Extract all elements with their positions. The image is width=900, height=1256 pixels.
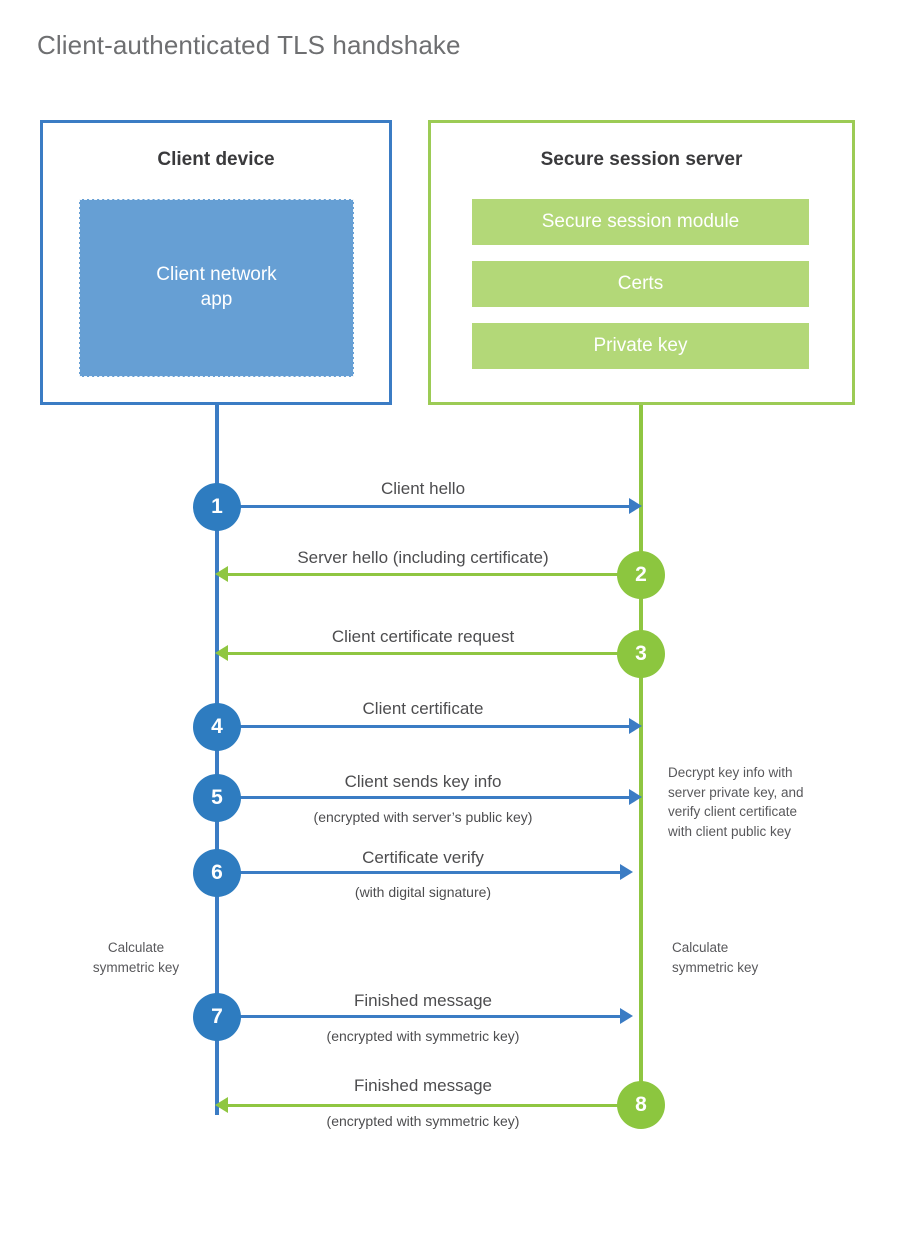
step-2-label: Server hello (including certificate) [297, 548, 549, 567]
secure-session-server-title: Secure session server [540, 149, 743, 170]
step-4-arrow-line [217, 725, 629, 728]
step-5-badge: 5 [193, 774, 241, 822]
client-calculate-symmetric-key-note: Calculate symmetric key [92, 940, 180, 975]
step-6-label: Certificate verify [362, 848, 484, 867]
server-component-secure-session-module: Secure session module [472, 199, 809, 245]
client-device-box: Client device Client network app [40, 120, 392, 405]
client-network-app-block: Client network app [79, 199, 354, 377]
step-5-sublabel: (encrypted with server’s public key) [313, 809, 533, 825]
step-6-sublabel: (with digital signature) [354, 884, 492, 900]
client-lifeline [215, 405, 219, 1115]
step-7-badge: 7 [193, 993, 241, 1041]
step-4-badge: 4 [193, 703, 241, 751]
step-5-arrow-head-icon [629, 789, 642, 805]
server-component-private-key: Private key [472, 323, 809, 369]
step-7-arrow-line [217, 1015, 620, 1018]
server-decrypt-note: Decrypt key info with server private key… [668, 765, 804, 839]
step-8-arrow-head-icon [215, 1097, 228, 1113]
step-6-arrow-head-icon [620, 864, 633, 880]
step-8-badge: 8 [617, 1081, 665, 1129]
step-5-arrow-line [217, 796, 629, 799]
step-3-badge: 3 [617, 630, 665, 678]
step-7-arrow-head-icon [620, 1008, 633, 1024]
server-component-certs: Certs [472, 261, 809, 307]
step-8-sublabel: (encrypted with symmetric key) [326, 1113, 520, 1129]
step-7-sublabel: (encrypted with symmetric key) [326, 1028, 520, 1044]
step-3-arrow-line [228, 652, 629, 655]
step-3-label: Client certificate request [331, 627, 515, 646]
step-2-arrow-line [228, 573, 629, 576]
step-3-arrow-head-icon [215, 645, 228, 661]
step-4-label: Client certificate [362, 699, 484, 718]
step-6-arrow-line [217, 871, 620, 874]
secure-session-server-box: Secure session server Secure session mod… [428, 120, 855, 405]
step-8-label: Finished message [354, 1076, 492, 1095]
step-2-arrow-head-icon [215, 566, 228, 582]
server-lifeline [639, 405, 643, 1105]
step-7-label: Finished message [354, 991, 492, 1010]
step-6-badge: 6 [193, 849, 241, 897]
step-1-badge: 1 [193, 483, 241, 531]
step-8-arrow-line [228, 1104, 629, 1107]
step-1-label: Client hello [380, 479, 466, 498]
page-title: Client-authenticated TLS handshake [37, 30, 461, 60]
step-5-label: Client sends key info [344, 772, 502, 791]
client-device-title: Client device [157, 149, 275, 170]
step-1-arrow-head-icon [629, 498, 642, 514]
step-1-arrow-line [217, 505, 629, 508]
step-2-badge: 2 [617, 551, 665, 599]
step-4-arrow-head-icon [629, 718, 642, 734]
server-calculate-symmetric-key-note: Calculate symmetric key [672, 940, 759, 975]
